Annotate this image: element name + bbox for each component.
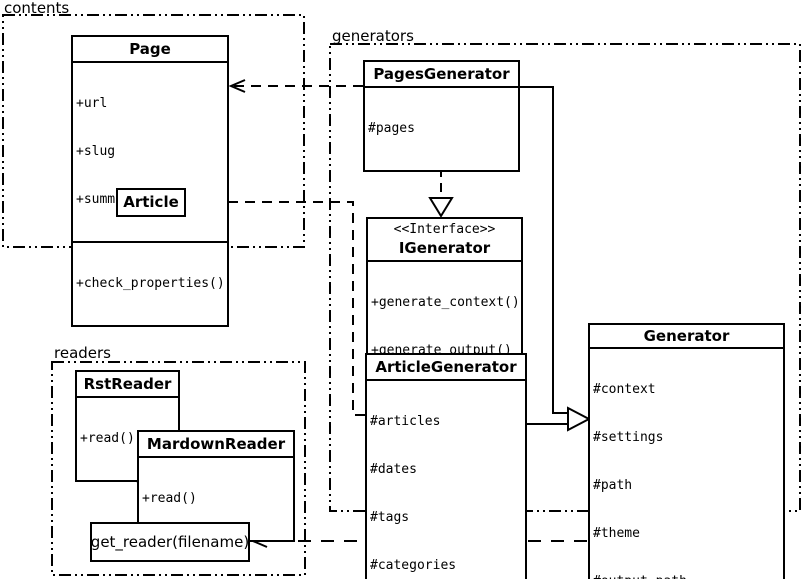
attribute: #settings — [593, 430, 664, 445]
package-border-generators — [329, 43, 801, 512]
class-box-generator: Generator #context #settings #path #them… — [588, 323, 785, 579]
attribute: #theme — [593, 526, 640, 541]
attribute: +url — [76, 96, 108, 111]
attribute: #output_path — [593, 574, 780, 579]
class-title-igenerator: IGenerator — [398, 239, 491, 257]
class-title-articlegenerator: ArticleGenerator — [375, 358, 517, 376]
pagesgenerator-attributes: #pages — [365, 86, 518, 170]
articlegenerator-attributes: #articles #dates #tags #categories — [367, 379, 525, 579]
function-box-get-reader: get_reader(filename) — [90, 522, 250, 562]
attribute: #categories — [370, 558, 457, 573]
method: +read() — [142, 491, 197, 506]
class-box-articlegenerator: ArticleGenerator #articles #dates #tags … — [365, 353, 527, 579]
attribute: #articles — [370, 414, 441, 429]
method: +read() — [80, 431, 135, 446]
attribute: #dates — [370, 462, 417, 477]
class-title-pagesgenerator: PagesGenerator — [373, 65, 510, 83]
igenerator-stereotype: <<Interface>> — [393, 222, 496, 237]
class-title-article: Article — [123, 193, 179, 211]
package-label-contents: contents — [4, 0, 70, 17]
method: +check_properties() — [76, 276, 225, 291]
class-box-article: Article — [116, 188, 186, 217]
attribute: #pages — [368, 121, 415, 136]
dependency-pagesgenerator-page — [228, 79, 363, 93]
realization-pagesgenerator-igenerator — [428, 108, 454, 218]
attribute: #tags — [370, 510, 410, 525]
generator-attributes: #context #settings #path #theme #output_… — [590, 347, 783, 579]
class-title-generator: Generator — [643, 327, 730, 345]
inheritance-generators-generator — [520, 86, 592, 432]
page-methods: +check_properties() — [73, 241, 227, 325]
class-box-pagesgenerator: PagesGenerator #pages — [363, 60, 520, 172]
mardownreader-methods: +read() — [139, 456, 293, 540]
attribute: +slug — [76, 144, 116, 159]
class-title-rstreader: RstReader — [83, 375, 172, 393]
package-label-generators: generators — [332, 27, 414, 45]
package-label-readers: readers — [54, 344, 111, 362]
package-border-readers — [51, 361, 306, 576]
attribute: #path — [593, 478, 633, 493]
attribute: #context — [593, 382, 656, 397]
method: +generate_context() — [371, 295, 520, 310]
class-title-page: Page — [129, 40, 171, 58]
class-box-page: Page +url +slug +summary +check_properti… — [71, 35, 229, 327]
class-title-mardownreader: MardownReader — [146, 435, 286, 453]
rstreader-methods: +read() — [77, 396, 178, 480]
function-label: get_reader(filename) — [90, 533, 250, 551]
